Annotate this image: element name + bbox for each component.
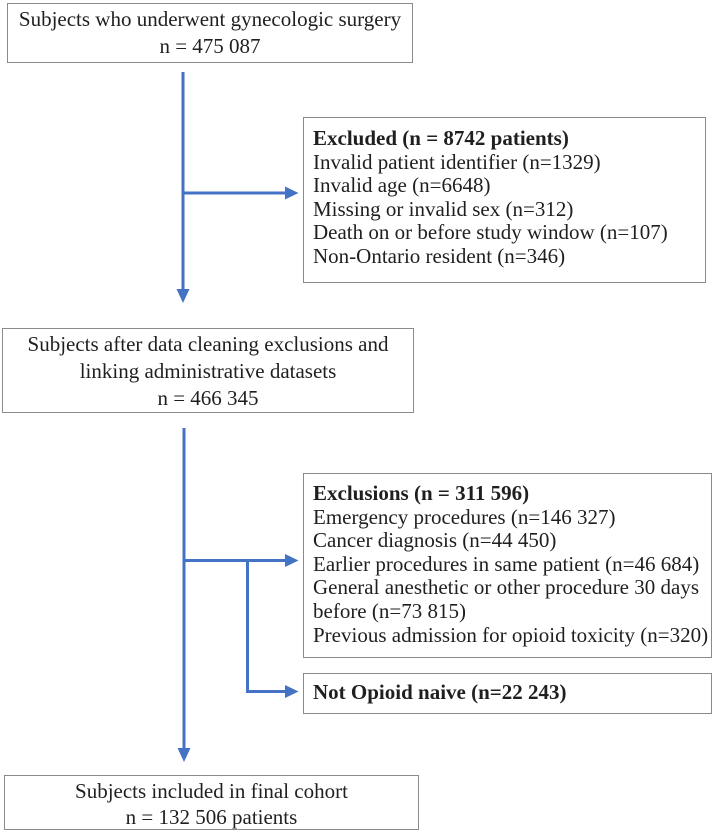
box-text-line: linking administrative datasets [79, 359, 337, 383]
box-title: Excluded (n = 8742 patients) [313, 126, 569, 150]
box-not-opioid-naive: Not Opioid naive (n=22 243) [303, 673, 712, 714]
exclusion-item: General anesthetic or other procedure 30… [313, 575, 699, 623]
box-count: n = 475 087 [159, 34, 261, 58]
exclusion-item: Invalid patient identifier (n=1329) [313, 149, 601, 174]
box-surgery-total: Subjects who underwent gynecologic surge… [7, 3, 413, 63]
box-title: Not Opioid naive (n=22 243) [313, 680, 567, 704]
exclusion-item: Earlier procedures in same patient (n=46… [313, 551, 700, 576]
box-count: n = 132 506 patients [125, 805, 298, 829]
arrow-top-to-cleaned [176, 72, 190, 303]
box-exclusions: Exclusions (n = 311 596) Emergency proce… [303, 473, 712, 658]
exclusion-item: Missing or invalid sex (n=312) [313, 196, 574, 221]
box-excluded: Excluded (n = 8742 patients) Invalid pat… [303, 117, 706, 283]
arrow-branch-excluded [183, 186, 299, 200]
arrow-branch-exclusions [184, 554, 299, 567]
arrow-cleaned-to-final [177, 428, 191, 762]
exclusion-item: Death on or before study window (n=107) [313, 220, 668, 245]
exclusion-item: Emergency procedures (n=146 327) [313, 504, 616, 529]
exclusion-item: Previous admission for opioid toxicity (… [313, 622, 709, 647]
box-text-line: Subjects who underwent gynecologic surge… [18, 7, 402, 31]
exclusion-item: Non-Ontario resident (n=346) [313, 243, 566, 268]
box-count: n = 466 345 [157, 386, 259, 410]
arrow-branch-not-opioid-naive [246, 560, 299, 698]
exclusion-item: Cancer diagnosis (n=44 450) [313, 528, 557, 553]
box-final-cohort: Subjects included in final cohort n = 13… [4, 775, 419, 830]
box-text-line: Subjects after data cleaning exclusions … [27, 332, 389, 356]
exclusion-item: Invalid age (n=6648) [313, 173, 491, 198]
box-title: Exclusions (n = 311 596) [313, 481, 530, 505]
box-text-line: Subjects included in final cohort [75, 779, 348, 803]
box-after-cleaning: Subjects after data cleaning exclusions … [2, 328, 414, 413]
